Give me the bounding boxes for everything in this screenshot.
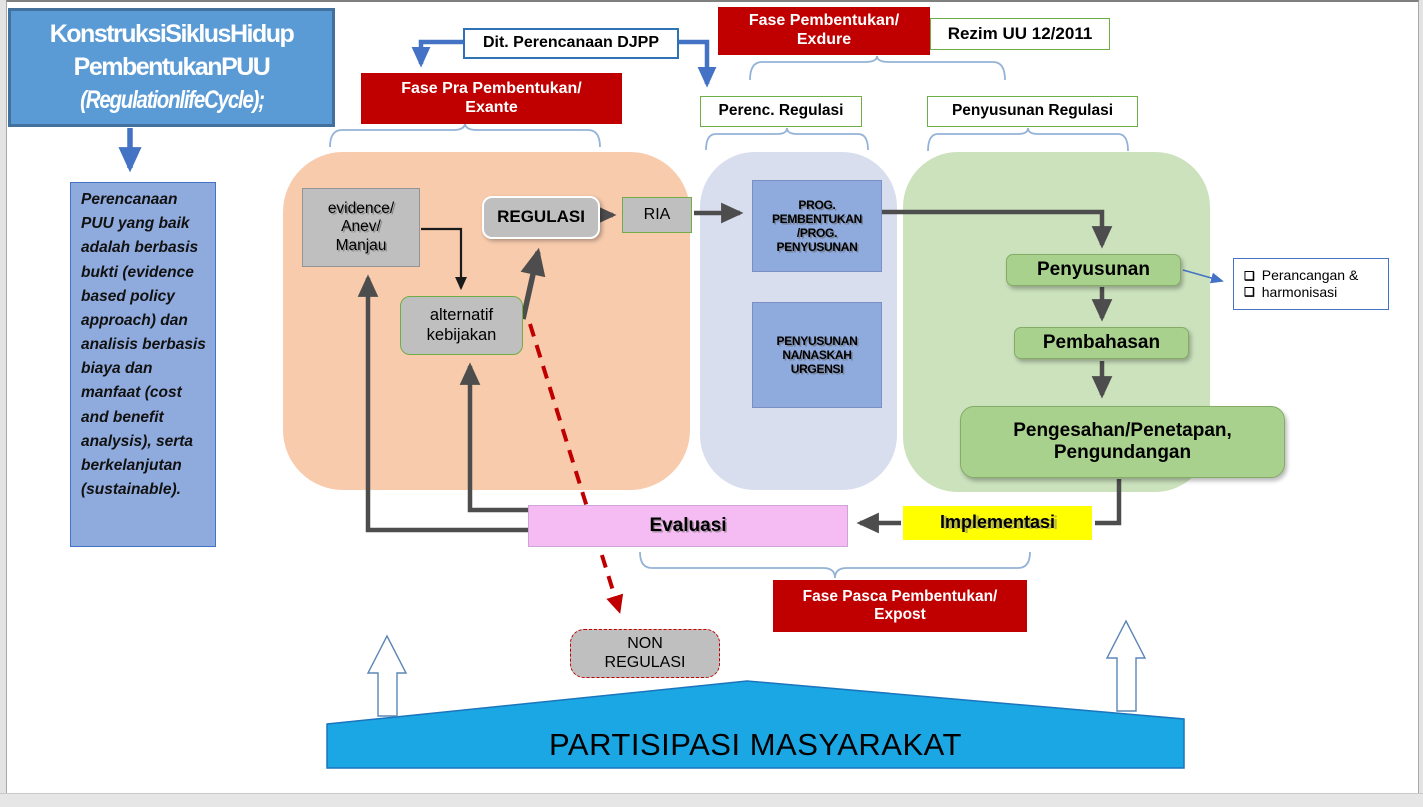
pembahasan-box: Pembahasan [1014,327,1189,359]
perancangan-harmonisasi-box: ❑ Perancangan & ❑ harmonisasi [1233,258,1389,310]
alternatif-box: alternatif kebijakan [400,296,523,355]
rezim-label: Rezim UU 12/2011 [947,23,1093,43]
prog-line1: PROG. [798,197,836,212]
fase-pra-line2: Exante [465,98,518,116]
regulasi-label: REGULASI [497,207,585,227]
regulasi-box: REGULASI [482,196,600,239]
naskah-line1: PENYUSUNAN [776,333,858,348]
evidence-line1: evidence/ [327,200,395,218]
naskah-line2: NA/NASKAH [782,347,852,362]
dit-perencanaan-box: Dit. Perencanaan DJPP [463,28,679,59]
side-item-perancangan-label: Perancangan & [1261,267,1359,284]
checkbox-icon: ❑ [1244,268,1255,283]
prog-line3: /PROG. [796,226,838,240]
side-item-perancangan: ❑ Perancangan & [1244,267,1388,284]
penyusunan-regulasi-box: Penyusunan Regulasi [927,96,1138,127]
fase-pembentukan-box: Fase Pembentukan/ Exdure [718,7,930,55]
pengesahan-box: Pengesahan/Penetapan, Pengundangan [960,406,1285,478]
evidence-line3: Manjau [335,236,387,254]
fase-pra-box: Fase Pra Pembentukan/ Exante [361,73,622,124]
slide-footer-margin [0,793,1423,807]
fase-pasca-line2: Expost [874,606,926,623]
evaluasi-label: Evaluasi [649,514,727,536]
implementasi-label: Implementasi [939,512,1056,533]
planning-note: Perencanaan PUU yang baik adalah berbasi… [70,182,216,547]
fase-pasca-box: Fase Pasca Pembentukan/ Expost [773,580,1027,632]
non-regulasi-box: NON REGULASI [570,629,720,678]
partisipasi-label: PARTISIPASI MASYARAKAT [327,727,1184,763]
evidence-box: evidence/ Anev/ Manjau [302,188,420,267]
alternatif-line1: alternatif [429,306,494,325]
evaluasi-box: Evaluasi [528,505,848,547]
implementasi-box: Implementasi [903,506,1092,540]
perenc-regulasi-label: Perenc. Regulasi [718,102,844,120]
dit-perencanaan-label: Dit. Perencanaan DJPP [482,34,660,52]
naskah-box: PENYUSUNAN NA/NASKAH URGENSI [752,302,882,408]
prog-line4: PENYUSUNAN [776,240,858,255]
pembahasan-label: Pembahasan [1042,331,1161,353]
penyusunan-box: Penyusunan [1006,254,1181,286]
prog-line2: PEMBENTUKAN [771,211,863,226]
fase-pasca-line1: Fase Pasca Pembentukan/ [802,587,998,605]
penyusunan-regulasi-label: Penyusunan Regulasi [951,102,1114,120]
title-line-2: PembentukanPUU [73,53,271,81]
checkbox-icon: ❑ [1244,285,1255,300]
pengesahan-line1: Pengesahan/Penetapan, [1013,419,1232,441]
partisipasi-text: PARTISIPASI MASYARAKAT [549,727,962,762]
naskah-line3: URGENSI [790,362,844,377]
rezim-box: Rezim UU 12/2011 [930,18,1110,50]
planning-note-text: Perencanaan PUU yang baik adalah berbasi… [81,191,206,499]
non-regulasi-line1: NON [627,634,663,652]
prog-box: PROG. PEMBENTUKAN /PROG. PENYUSUNAN [752,180,882,272]
ria-label: RIA [643,205,671,223]
evidence-line2: Anev/ [341,218,381,236]
ria-box: RIA [622,197,692,233]
fase-pembentukan-line2: Exdure [796,31,852,48]
pengesahan-line2: Pengundangan [1053,442,1192,463]
title-line-1: KonstruksiSiklusHidup [49,20,295,48]
perenc-regulasi-box: Perenc. Regulasi [700,96,862,127]
fase-pra-line1: Fase Pra Pembentukan/ [401,79,582,97]
title-box: KonstruksiSiklusHidup PembentukanPUU (Re… [8,8,335,127]
alternatif-line2: kebijakan [426,325,497,344]
side-item-harmonisasi: ❑ harmonisasi [1244,284,1388,301]
penyusunan-label: Penyusunan [1037,258,1150,280]
side-item-harmonisasi-label: harmonisasi [1261,284,1338,300]
title-line-3: (RegulationlifeCycle); [79,86,265,114]
fase-pembentukan-line1: Fase Pembentukan/ [748,12,900,30]
non-regulasi-line2: REGULASI [604,653,686,671]
